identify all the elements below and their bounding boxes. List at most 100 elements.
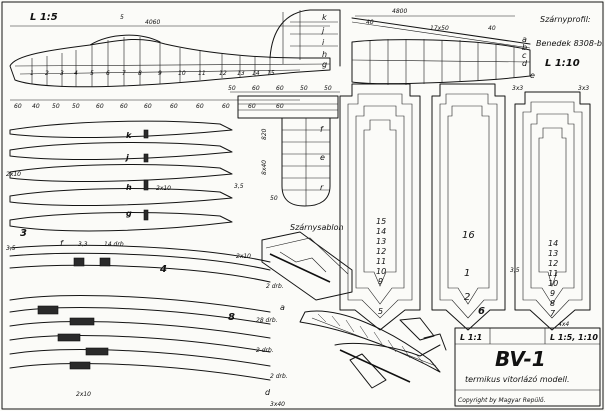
fus-dim-7: 60 bbox=[144, 103, 152, 110]
stab-dim-3: 40 bbox=[488, 25, 496, 32]
side-dim-3: 60 bbox=[276, 85, 284, 92]
rib-b-1: 1 bbox=[464, 268, 470, 279]
model-title: BV-1 bbox=[495, 347, 546, 371]
station-5: 5 bbox=[90, 70, 94, 77]
rib-set-a: 15 14 13 12 11 10 9 5 bbox=[339, 83, 421, 331]
fin-letter-j: j bbox=[321, 26, 325, 35]
stab-letter-b: b bbox=[522, 43, 527, 52]
rib-a-5: 5 bbox=[378, 307, 383, 316]
rib-a-12: 12 bbox=[376, 247, 386, 256]
piece-count-14: 14 drb bbox=[104, 241, 124, 248]
parts-dim-2x10-b: 2x10 bbox=[156, 185, 171, 192]
station-2: 2 bbox=[45, 70, 49, 77]
fus-dim-2: 40 bbox=[32, 103, 40, 110]
fus-dim-8: 60 bbox=[170, 103, 178, 110]
station-8: 8 bbox=[138, 70, 142, 77]
piece-count-28: 28 drb. bbox=[256, 317, 278, 324]
station-10: 10 bbox=[178, 70, 186, 77]
parts-dim-2x10-a: 2x10 bbox=[6, 171, 21, 178]
rudder-outline bbox=[281, 117, 331, 207]
rib-c-10: 10 bbox=[548, 279, 558, 288]
model-scale-label: L 1:5, 1:10 bbox=[550, 333, 598, 342]
rib-tag-2: 3x3 bbox=[578, 85, 589, 92]
fus-dim-3: 50 bbox=[52, 103, 60, 110]
piece-count-2c: 2 drb. bbox=[270, 373, 288, 380]
copyright-text: Copyright by Magyar Repülő. bbox=[458, 397, 546, 404]
part-number-8: 8 bbox=[228, 312, 235, 323]
fuselage-outline bbox=[9, 38, 331, 88]
rib-set-c: 3x3 3x3 14 13 12 11 10 9 8 7 3,5 4x4 bbox=[510, 85, 591, 331]
side-dim-2: 60 bbox=[252, 85, 260, 92]
fuselage-scale-label: L 1:5 bbox=[30, 12, 58, 23]
station-12: 12 bbox=[219, 70, 227, 77]
part-letter-d: d bbox=[265, 388, 271, 397]
station-13: 13 bbox=[237, 70, 245, 77]
station-15: 15 bbox=[267, 70, 275, 77]
fus-dim-6: 60 bbox=[120, 103, 128, 110]
rib-tag-3: 3,5 bbox=[510, 267, 520, 274]
stab-dim-1: 40 bbox=[366, 19, 374, 26]
rib-c-14: 14 bbox=[548, 239, 558, 248]
stab-letter-c: c bbox=[522, 51, 527, 60]
former-g: g bbox=[126, 209, 132, 218]
part-dim-35: 3,5 bbox=[6, 245, 16, 252]
fus-dim-12: 60 bbox=[276, 103, 284, 110]
rib-tag-4: 4x4 bbox=[558, 321, 569, 328]
fin-letter-f: f bbox=[320, 125, 324, 134]
piece-count-2b: 2 drb. bbox=[256, 347, 274, 354]
former-j: j bbox=[124, 153, 129, 162]
fuselage-formers: k j h g 2x10 2x10 3,5 3 3,5 f 3,3 14 drb… bbox=[6, 120, 251, 260]
side-dim-4: 50 bbox=[300, 85, 308, 92]
rib-b-6: 6 bbox=[478, 306, 485, 317]
part-dim-2x10-d: 3x40 bbox=[270, 401, 285, 408]
rib-b-16: 16 bbox=[462, 230, 475, 241]
station-6: 6 bbox=[106, 70, 110, 77]
fuselage-top-mark: 5 bbox=[120, 14, 124, 21]
former-h: h bbox=[126, 183, 132, 192]
wing-template-sketch: Szárnysablon bbox=[261, 223, 353, 301]
rib-b-2: 2 bbox=[464, 292, 470, 303]
fuselage-side-view: L 1:5 4060 5 k j i h g bbox=[9, 9, 341, 110]
stab-letter-a: a bbox=[522, 35, 527, 44]
fus-dim-10: 60 bbox=[222, 103, 230, 110]
fus-dim-1: 60 bbox=[14, 103, 22, 110]
fin-plan-view: 50 60 60 50 50 820 8x40 50 f e r bbox=[228, 85, 340, 207]
rib-tag-1: 3x3 bbox=[512, 85, 523, 92]
fuselage-length-dim: 4060 bbox=[145, 19, 160, 26]
fuselage-sides: 4 8 2 drb. 28 drb. 2 drb. 2 drb. a d 2x1… bbox=[9, 244, 288, 408]
station-1: 1 bbox=[30, 70, 34, 77]
station-4: 4 bbox=[74, 70, 78, 77]
rib-a-14: 14 bbox=[376, 227, 386, 236]
rib-a-11: 11 bbox=[376, 257, 386, 266]
fus-dim-4: 50 bbox=[72, 103, 80, 110]
part-dim-3x40: 2x10 bbox=[76, 391, 91, 398]
stab-dim-2: 17x50 bbox=[430, 25, 449, 32]
fin-outline bbox=[269, 9, 341, 67]
fin-spacing-dim-1: 8x40 bbox=[261, 160, 268, 175]
wing-template-label: Szárnysablon bbox=[290, 223, 344, 232]
part-number-3: 3 bbox=[20, 228, 27, 239]
fus-dim-5: 60 bbox=[96, 103, 104, 110]
part-dim-33: 3,3 bbox=[78, 241, 88, 248]
fin-letter-e: e bbox=[320, 153, 325, 162]
part-letter-f: f bbox=[60, 239, 64, 248]
rib-a-13: 13 bbox=[376, 237, 386, 246]
former-k: k bbox=[126, 131, 132, 140]
fin-dim-50: 50 bbox=[270, 195, 278, 202]
side-dim-5: 50 bbox=[324, 85, 332, 92]
stabilizer-plan-view: 4800 40 17x50 40 a b c d e Szárnyprofil:… bbox=[351, 8, 604, 85]
station-3: 3 bbox=[60, 70, 64, 77]
stab-letter-e: e bbox=[530, 71, 535, 80]
fin-letter-k: k bbox=[322, 13, 327, 22]
rib-scale-label: L 1:1 bbox=[460, 333, 482, 342]
fus-dim-9: 60 bbox=[196, 103, 204, 110]
parts-dim-35-a: 3,5 bbox=[234, 183, 244, 190]
fus-dim-11: 60 bbox=[248, 103, 256, 110]
fuselage-stations: 1 2 3 4 5 6 7 8 9 10 11 12 13 14 15 bbox=[30, 37, 275, 87]
station-11: 11 bbox=[198, 70, 206, 77]
rib-a-9: 9 bbox=[378, 277, 383, 286]
model-subtitle: termikus vitorlázó modell. bbox=[465, 374, 570, 384]
